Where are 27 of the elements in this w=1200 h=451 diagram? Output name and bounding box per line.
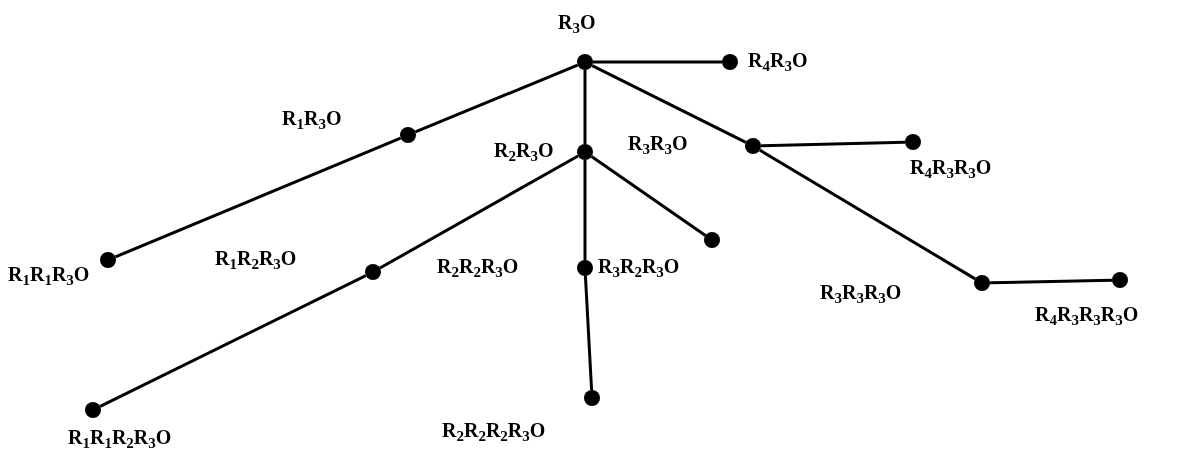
node-label: R$_{3}$R$_{3}$R$_{3}$O [820,280,902,304]
node-label: R$_{3}$R$_{3}$O [628,131,688,155]
connector-line [99,274,367,408]
connector-line [759,148,976,281]
connector-line [114,136,402,259]
node-label: R$_{4}$R$_{3}$R$_{3}$O [910,155,992,179]
connector-line [591,64,747,144]
connector-line [590,155,707,237]
node-label: R$_{2}$R$_{3}$O [494,138,554,162]
node-label: R$_{4}$R$_{3}$O [748,48,808,72]
connector-line [593,60,722,64]
connector-line [989,278,1113,285]
node-label: R$_{3}$O [558,10,596,34]
node-label: R$_{1}$R$_{2}$R$_{3}$O [215,246,297,270]
connector-line [583,160,587,260]
node-label: R$_{2}$R$_{2}$R$_{2}$R$_{3}$O [442,418,546,442]
connector-line [414,63,579,134]
node-label: R$_{3}$R$_{2}$R$_{3}$O [598,254,680,278]
connector-line [583,275,594,391]
connector-line [379,154,579,270]
node-label: R$_{2}$R$_{2}$R$_{3}$O [437,254,519,278]
node-label: R$_{1}$R$_{3}$O [282,106,342,130]
node-label: R$_{1}$R$_{1}$R$_{3}$O [8,262,90,286]
connector-line [583,70,587,144]
node-label: R$_{1}$R$_{1}$R$_{2}$R$_{3}$O [68,425,172,449]
node-label: R$_{4}$R$_{3}$R$_{3}$R$_{3}$O [1035,302,1139,326]
connector-line [760,140,906,148]
